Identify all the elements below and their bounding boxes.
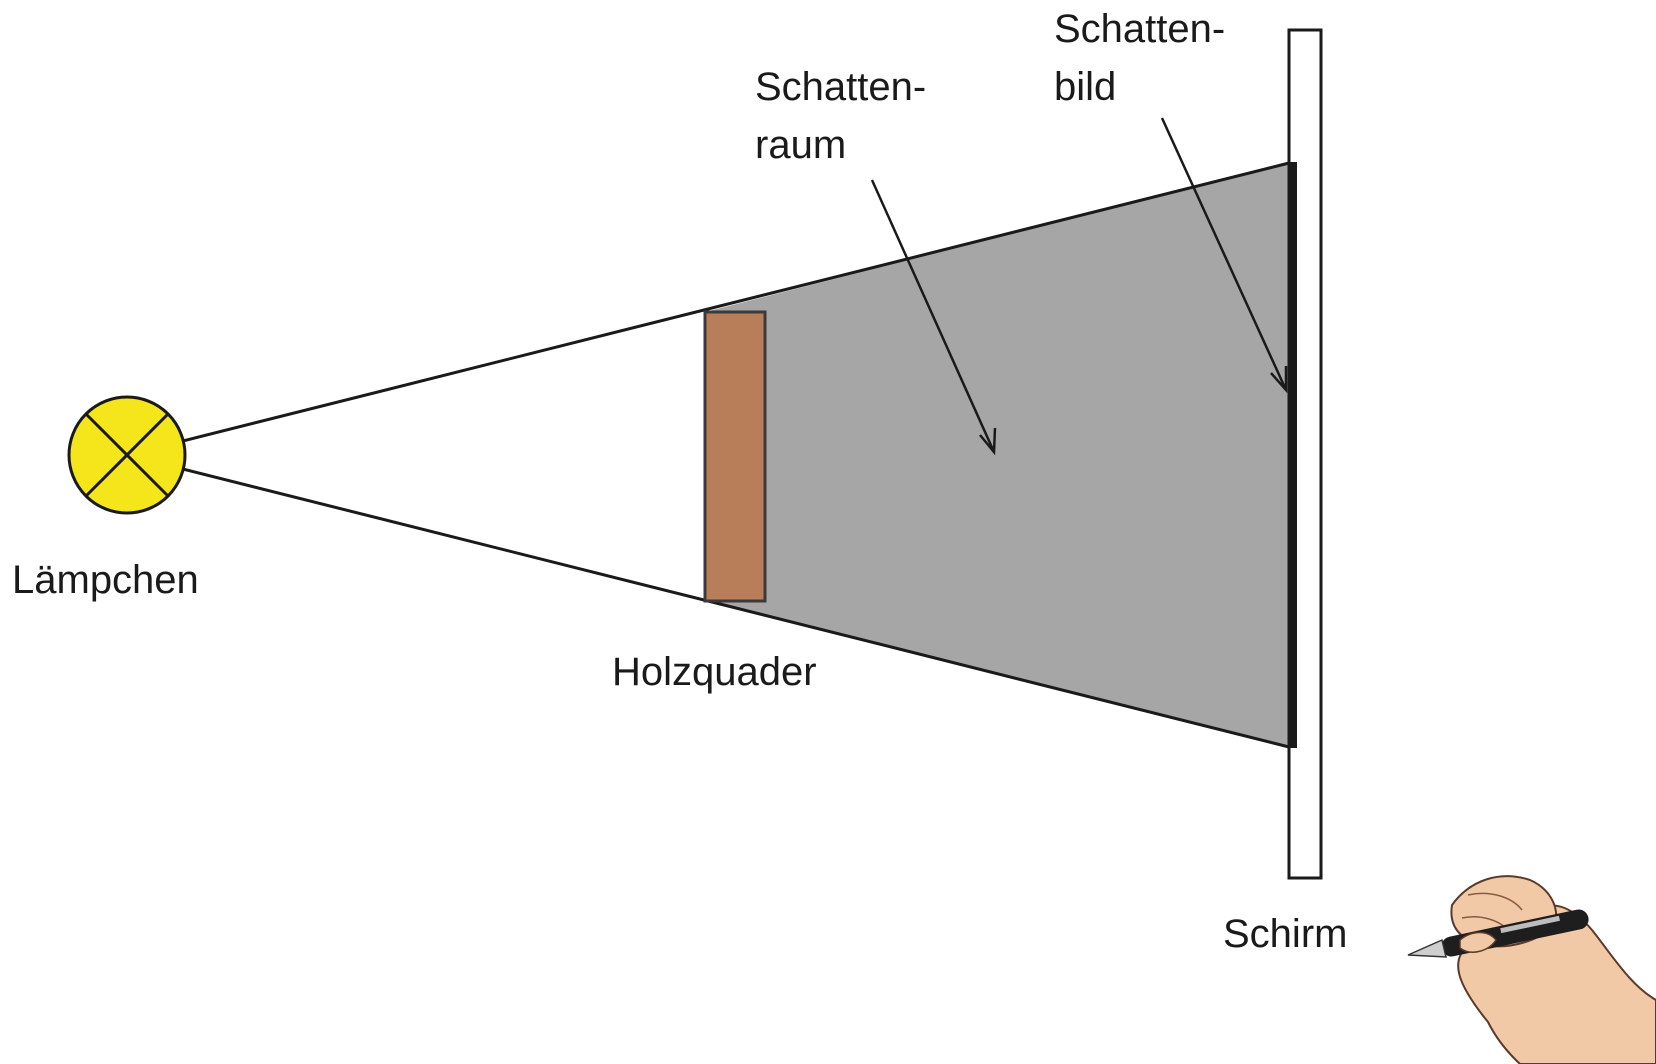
shadow-space-label-line-1: Schatten- — [755, 65, 927, 109]
lamp-icon — [67, 395, 187, 515]
shadow-space-arrow — [870, 179, 997, 456]
wooden-block — [703, 310, 767, 603]
shadow-image-label: Schatten- bild — [1054, 0, 1225, 116]
shadow-image-arrow — [1160, 117, 1288, 394]
hand-with-pen-icon — [1407, 875, 1656, 1064]
shadow-image-label-line-1: Schatten- — [1054, 7, 1226, 51]
shadow-space-label: Schatten- raum — [755, 58, 926, 174]
upper-light-ray — [126, 160, 1294, 457]
lamp-label: Lämpchen — [12, 551, 199, 609]
block-label: Holzquader — [612, 643, 817, 701]
screen-label-text: Schirm — [1223, 912, 1348, 956]
shadow-space-label-line-2: raum — [755, 123, 847, 167]
lamp-label-text: Lämpchen — [12, 558, 199, 602]
block-label-text: Holzquader — [612, 650, 817, 694]
screen-label: Schirm — [1223, 905, 1347, 963]
shadow-space-region — [705, 162, 1293, 748]
shadow-image-label-line-2: bild — [1054, 65, 1117, 109]
